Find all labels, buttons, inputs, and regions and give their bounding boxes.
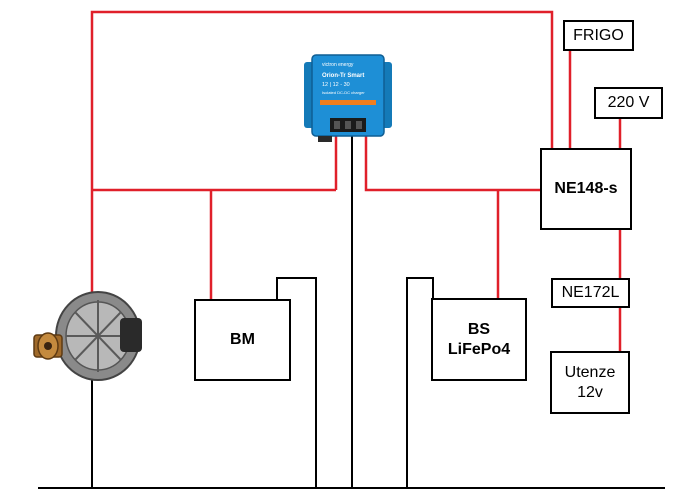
charger-brand: victron energy (322, 62, 354, 68)
utenze-label-line2: 12v (577, 383, 603, 401)
utenze-box: Utenze 12v (550, 351, 630, 414)
alternator-icon (33, 291, 142, 381)
utenze-label-line1: Utenze (564, 363, 616, 381)
bs-box: BS LiFePo4 (431, 298, 527, 381)
bs-label-line2: LiFePo4 (447, 340, 511, 358)
ne172-label: NE172L (561, 284, 620, 301)
bs-label-line1: BS (467, 320, 491, 338)
bm-label: BM (230, 331, 255, 348)
frigo-label: FRIGO (573, 26, 624, 44)
charger-subtitle: Isolated DC-DC charger (322, 90, 365, 95)
positive-wires (90, 10, 622, 352)
top-red-wire (90, 10, 554, 305)
black-wire-bs (406, 277, 434, 488)
red-wire-charger-out (364, 136, 540, 192)
ne172-box: NE172L (551, 278, 630, 308)
charger-model: Orion-Tr Smart (322, 73, 364, 79)
v220-box: 220 V (594, 87, 663, 119)
bm-box: BM (194, 299, 291, 381)
ne148-box: NE148-s (540, 148, 632, 230)
charger-rating: 12 | 12 - 30 (322, 82, 350, 88)
black-wire-bm (276, 277, 317, 488)
frigo-box: FRIGO (563, 20, 634, 51)
negative-wires (38, 136, 665, 489)
v220-label: 220 V (607, 94, 650, 111)
ne148-label: NE148-s (554, 180, 618, 197)
dc-dc-charger-icon: victron energy Orion-Tr Smart 12 | 12 - … (304, 54, 392, 142)
